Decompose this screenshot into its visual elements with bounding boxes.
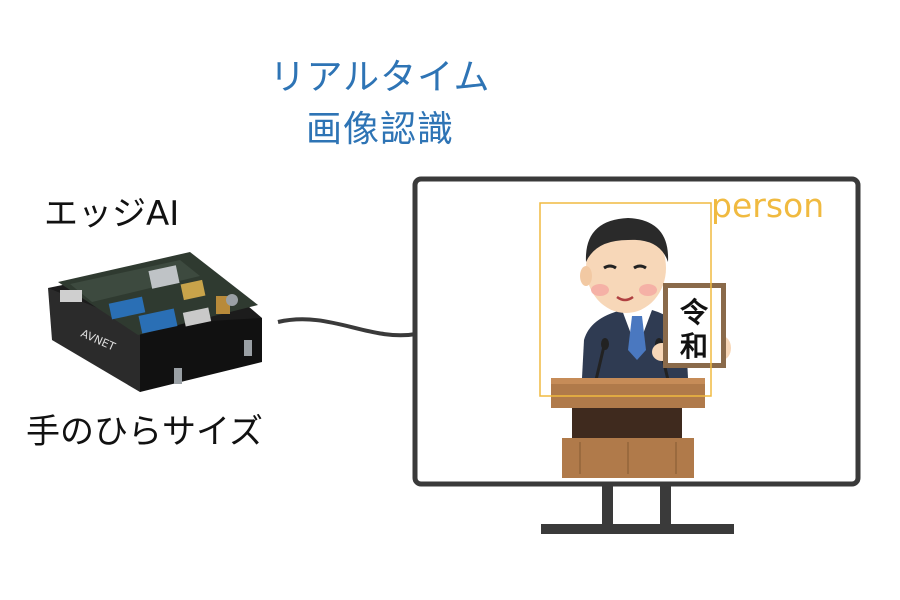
palm-size-label: 手のひらサイズ [26,412,263,452]
edge-ai-board: AVNET [48,252,262,392]
sign-text-line-2: 和 [680,330,708,363]
detection-box [539,202,712,397]
sign-board: 令 和 [663,283,726,368]
edge-ai-label: エッジAI [44,194,180,234]
podium [551,378,705,478]
title-line-1: リアルタイム [269,57,491,98]
sign-text-line-1: 令 [680,296,709,329]
detection-label: person [711,186,824,225]
cable [277,317,417,338]
person-illustration [580,218,731,381]
title-line-2: 画像認識 [305,109,454,150]
